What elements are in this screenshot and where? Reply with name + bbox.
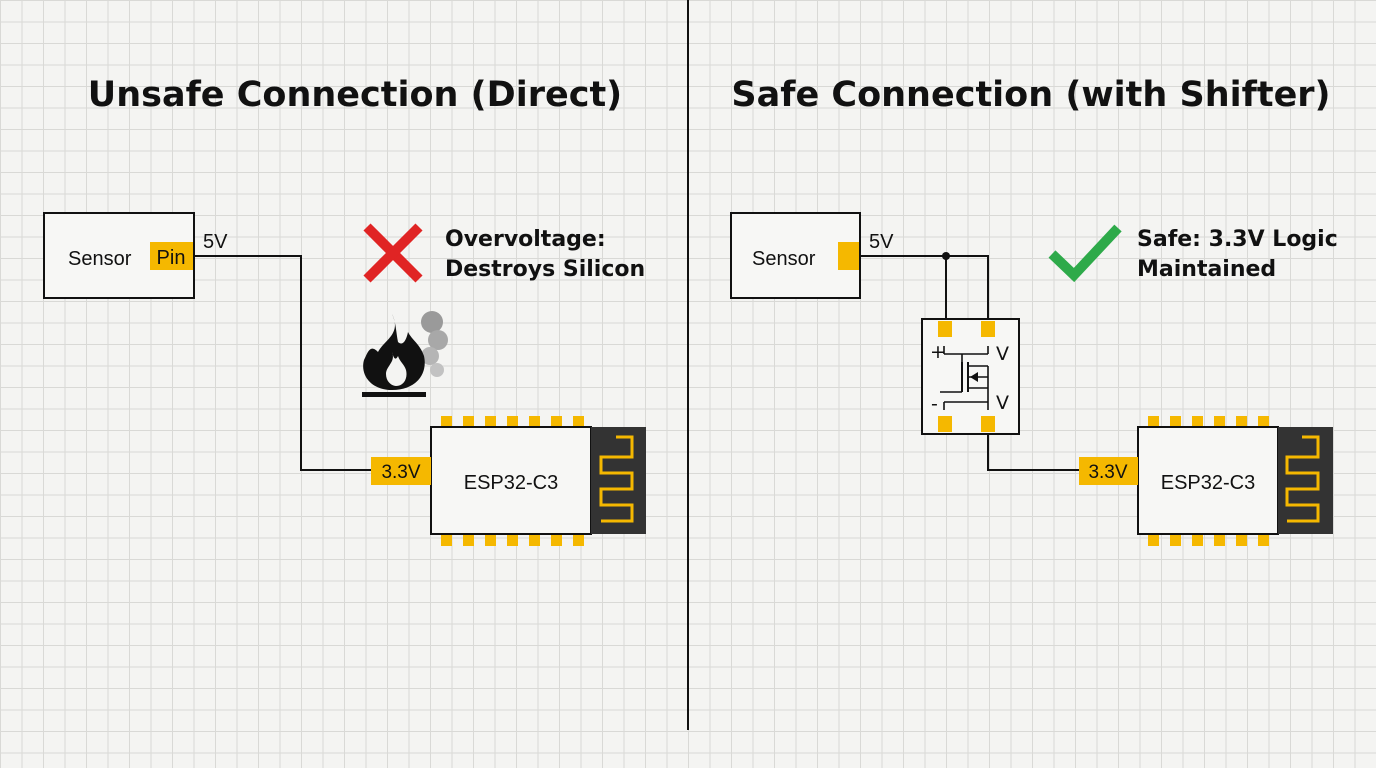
safe-sensor: Sensor: [730, 212, 861, 299]
unsafe-sensor-pin: [150, 242, 193, 270]
level-shifter: + - V V: [921, 318, 1020, 435]
unsafe-esp32-pin: [371, 457, 431, 485]
safe-wire-input: [860, 255, 989, 322]
unsafe-wire: [194, 255, 372, 471]
shifter-v-top-label: V: [996, 343, 1009, 365]
unsafe-esp32-top-pads: [441, 416, 584, 428]
safe-panel: Safe Connection (with Shifter) Sensor 5V: [730, 75, 1338, 546]
safe-wire-output: [987, 432, 1080, 471]
safe-esp32-pin: [1079, 457, 1138, 485]
cross-icon: [363, 223, 423, 283]
unsafe-wire-voltage: 5V: [203, 231, 228, 253]
fire-smoke-icon: [362, 311, 448, 397]
safe-wire-voltage: 5V: [869, 231, 894, 253]
unsafe-esp32-module: ESP32-C3 3.3V: [371, 416, 646, 546]
shifter-v-bottom-label: V: [996, 392, 1009, 414]
unsafe-esp32-antenna-area: [591, 427, 646, 534]
unsafe-esp32-pin-label: 3.3V: [381, 462, 420, 483]
unsafe-title: Unsafe Connection (Direct): [88, 75, 622, 115]
safe-esp32-label: ESP32-C3: [1161, 472, 1256, 494]
unsafe-warning-line2: Destroys Silicon: [445, 257, 645, 282]
shifter-minus-label: -: [931, 393, 938, 415]
shifter-plus-label: +: [930, 341, 946, 363]
safe-esp32-module: ESP32-C3 3.3V: [1079, 416, 1333, 546]
junction-dot: [942, 252, 950, 260]
unsafe-sensor-pin-label: Pin: [157, 247, 186, 269]
unsafe-sensor-label: Sensor: [68, 248, 132, 270]
safe-esp32-top-pads: [1148, 416, 1269, 428]
unsafe-esp32-label: ESP32-C3: [464, 472, 559, 494]
checkmark-icon: [1048, 224, 1122, 283]
unsafe-warning-line1: Overvoltage:: [445, 227, 606, 252]
safe-sensor-label: Sensor: [752, 248, 816, 270]
antenna-trace-icon: [1285, 435, 1320, 523]
safe-sensor-pin: [838, 242, 859, 270]
safe-ok-line1: Safe: 3.3V Logic: [1137, 227, 1338, 252]
unsafe-sensor: Sensor Pin: [43, 212, 195, 299]
safe-esp32-bottom-pads: [1148, 534, 1269, 546]
mosfet-icon: [940, 346, 989, 410]
safe-ok-line2: Maintained: [1137, 257, 1276, 282]
unsafe-esp32-bottom-pads: [441, 534, 584, 546]
safe-esp32-antenna-area: [1278, 427, 1333, 534]
unsafe-panel: Unsafe Connection (Direct) Sensor Pin 5V…: [43, 75, 646, 546]
safe-esp32-body: [1137, 426, 1279, 535]
antenna-trace-icon: [599, 435, 634, 523]
safe-title: Safe Connection (with Shifter): [731, 75, 1330, 115]
safe-esp32-pin-label: 3.3V: [1088, 462, 1127, 483]
